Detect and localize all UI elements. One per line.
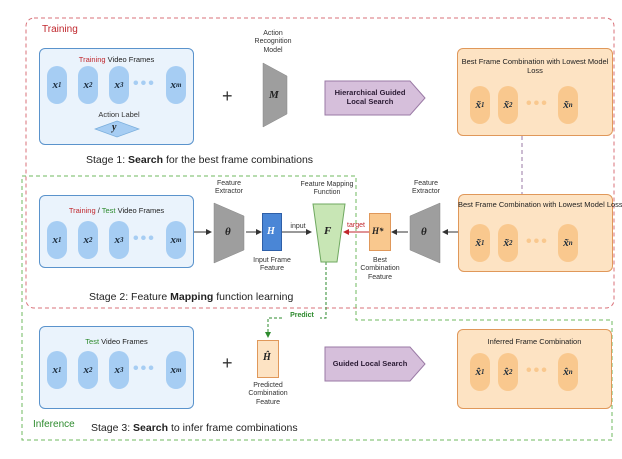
hstar-symbol: H* xyxy=(372,226,384,236)
feature-mapping-shape xyxy=(312,203,346,263)
predicted-combination-feature-label: Predicted Combination Feature xyxy=(248,382,288,406)
training-label: Training xyxy=(42,24,78,35)
best-frame-1: x̃1 xyxy=(470,224,490,262)
extractor-left-symbol: θ xyxy=(225,226,231,238)
stage3-caption: Stage 3: Search to infer frame combinati… xyxy=(91,422,298,434)
inference-label: Inference xyxy=(33,419,75,430)
predict-label: Predict xyxy=(284,312,320,321)
h-feature-box xyxy=(262,213,282,251)
input-frame-feature-label: Input Frame Feature xyxy=(253,257,291,273)
stage1-caption: Stage 1: Search for the best frame combi… xyxy=(86,154,314,166)
hstar-feature-box xyxy=(369,213,391,251)
stage2-frames-title: Training / Test Video Frames xyxy=(68,206,165,215)
action-label-title: Action Label xyxy=(98,110,140,119)
best-frame-2: x̃2 xyxy=(498,224,518,262)
inference-region-border xyxy=(21,175,613,441)
best-frame-2: x̃2 xyxy=(498,86,518,124)
feature-mapping-title: Feature Mapping Function xyxy=(300,181,354,197)
frames-ellipsis: ••• xyxy=(133,230,156,247)
action-label-symbol: y xyxy=(112,122,117,133)
stage1-best-title: Best Frame Combination with Lowest Model… xyxy=(461,57,609,75)
action-recognition-model-title: Action Recognition Model xyxy=(254,30,292,54)
stage1-frames-title: Training Video Frames xyxy=(78,55,155,64)
action-label-diamond xyxy=(94,120,140,138)
mapping-symbol: F xyxy=(324,225,332,237)
input-label: input xyxy=(290,223,306,230)
model-symbol: M xyxy=(269,89,279,101)
guided-search-label: Guided Local Search xyxy=(332,359,408,368)
target-label: target xyxy=(347,222,365,229)
stage1-plus: + xyxy=(222,86,233,106)
inferred-frame-n: x̂n xyxy=(558,353,578,391)
hierarchical-search-arrow xyxy=(324,80,426,116)
best-frame-1: x̃1 xyxy=(470,86,490,124)
frames-ellipsis: ••• xyxy=(133,75,156,92)
feature-extractor-right-shape xyxy=(409,202,441,264)
stage3-inferred-title: Inferred Frame Combination xyxy=(487,337,582,346)
inferred-frame-2: x̂2 xyxy=(498,353,518,391)
best-frames-ellipsis: ••• xyxy=(526,233,549,250)
stage3-plus: + xyxy=(222,353,233,373)
stage2-best-title: Best Frame Combination with Lowest Model… xyxy=(458,200,622,209)
best-frame-n: x̃n xyxy=(558,86,578,124)
inferred-frame-1: x̂1 xyxy=(470,353,490,391)
best-frames-ellipsis: ••• xyxy=(526,95,549,112)
best-frame-n: x̃n xyxy=(558,224,578,262)
stage3-frames-title: Test Video Frames xyxy=(85,337,148,346)
inferred-frames-ellipsis: ••• xyxy=(526,362,549,379)
hierarchical-search-label: Hierarchical Guided Local Search xyxy=(334,88,406,107)
feature-extractor-left-title: Feature Extractor xyxy=(214,180,243,196)
h-symbol: H xyxy=(267,226,275,237)
frames-ellipsis: ••• xyxy=(133,360,156,377)
feature-extractor-right-title: Feature Extractor xyxy=(411,180,440,196)
extractor-right-symbol: θ xyxy=(421,226,427,238)
hhat-feature-box xyxy=(257,340,279,378)
action-recognition-model-shape xyxy=(262,62,288,128)
guided-search-arrow xyxy=(324,346,426,382)
stage2-caption: Stage 2: Feature Mapping function learni… xyxy=(89,291,294,303)
best-combination-feature-label: Best Combination Feature xyxy=(360,257,400,281)
training-region-border xyxy=(25,17,615,309)
feature-extractor-left-shape xyxy=(213,202,245,264)
hhat-symbol: Ĥ xyxy=(263,352,271,363)
